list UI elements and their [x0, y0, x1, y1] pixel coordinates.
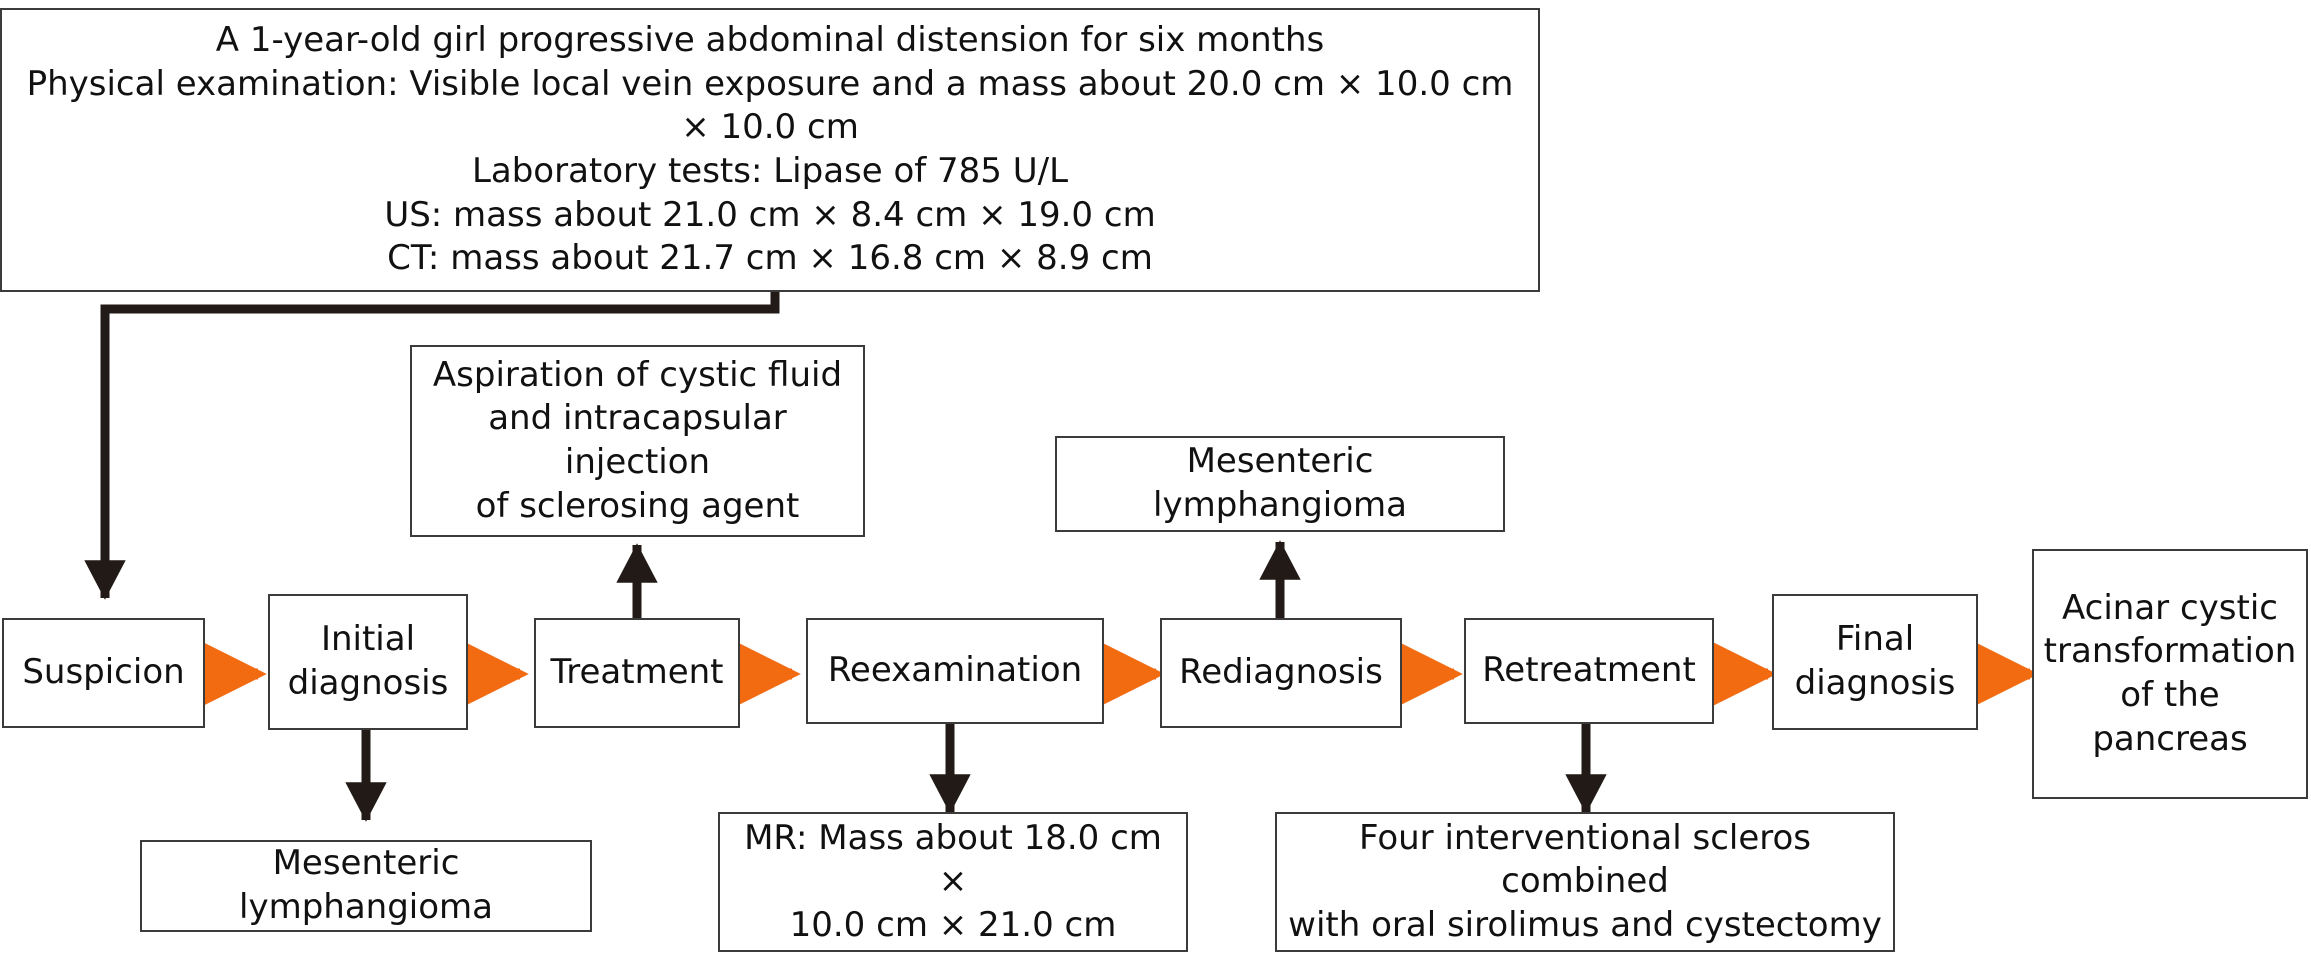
node-acinar-cystic-transformation[interactable]: Acinar cystic transformation of the panc…	[2032, 549, 2308, 799]
node-presentation-text: A 1-year-old girl progressive abdominal …	[26, 20, 1514, 279]
node-four-interventional-scleros-text: Four interventional scleros combined wit…	[1288, 817, 1882, 945]
node-rediagnosis-text: Rediagnosis	[1179, 652, 1383, 693]
node-retreatment[interactable]: Retreatment	[1464, 618, 1714, 724]
node-presentation[interactable]: A 1-year-old girl progressive abdominal …	[0, 8, 1540, 292]
node-reexamination-text: Reexamination	[827, 650, 1083, 691]
node-mesenteric-lymphangioma-bottom-text: Mesenteric lymphangioma	[239, 843, 493, 927]
node-final-diagnosis[interactable]: Final diagnosis	[1772, 594, 1978, 730]
node-acinar-cystic-transformation-text: Acinar cystic transformation of the panc…	[2043, 587, 2297, 759]
node-treatment-text: Treatment	[550, 652, 724, 693]
node-mesenteric-lymphangioma-top-text: Mesenteric lymphangioma	[1153, 441, 1407, 525]
node-suspicion[interactable]: Suspicion	[2, 618, 205, 728]
node-mesenteric-lymphangioma-top[interactable]: Mesenteric lymphangioma	[1055, 436, 1505, 532]
node-mr-findings[interactable]: MR: Mass about 18.0 cm × 10.0 cm × 21.0 …	[718, 812, 1188, 952]
node-four-interventional-scleros[interactable]: Four interventional scleros combined wit…	[1275, 812, 1895, 952]
node-mesenteric-lymphangioma-bottom[interactable]: Mesenteric lymphangioma	[140, 840, 592, 932]
node-aspiration[interactable]: Aspiration of cystic fluid and intracaps…	[410, 345, 865, 537]
node-retreatment-text: Retreatment	[1482, 650, 1696, 691]
node-suspicion-text: Suspicion	[22, 652, 185, 693]
node-treatment[interactable]: Treatment	[534, 618, 740, 728]
node-initial-diagnosis-text: Initial diagnosis	[287, 619, 449, 703]
node-mr-findings-text: MR: Mass about 18.0 cm × 10.0 cm × 21.0 …	[744, 817, 1162, 945]
node-aspiration-text: Aspiration of cystic fluid and intracaps…	[432, 354, 843, 526]
node-reexamination[interactable]: Reexamination	[806, 618, 1104, 724]
node-rediagnosis[interactable]: Rediagnosis	[1160, 618, 1402, 728]
node-final-diagnosis-text: Final diagnosis	[1794, 619, 1956, 703]
node-initial-diagnosis[interactable]: Initial diagnosis	[268, 594, 468, 730]
